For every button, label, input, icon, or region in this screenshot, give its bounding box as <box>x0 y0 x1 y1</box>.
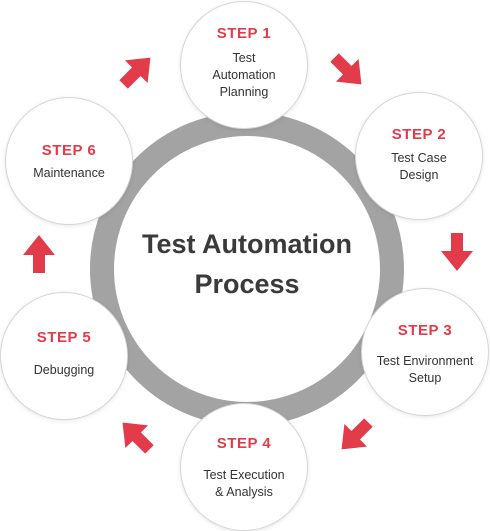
step-1-node: STEP 1 Test Automation Planning <box>180 1 308 129</box>
step-4-label: STEP 4 <box>216 435 272 452</box>
arrow-up-icon-graphic <box>23 235 55 273</box>
step-3-label: STEP 3 <box>397 322 453 339</box>
arrow-down-right-icon-graphic <box>330 53 362 85</box>
arrow-up-icon <box>17 232 61 276</box>
arrow-up-right-icon-graphic <box>119 57 151 89</box>
step-6-label: STEP 6 <box>41 142 97 159</box>
step-2-node: STEP 2 Test Case Design <box>355 92 483 220</box>
arrow-up-left-icon <box>114 414 158 458</box>
arrow-up-icon-shape <box>23 235 55 273</box>
arrow-down-left-icon-graphic <box>341 418 373 450</box>
arrow-down-icon-shape <box>441 233 473 271</box>
arrow-up-left-icon-graphic <box>122 422 154 454</box>
step-2-text: Test Case Design <box>391 151 447 182</box>
step-3-text: Test Environment Setup <box>376 354 474 385</box>
title-line-1: Test Automation <box>142 229 352 259</box>
arrow-down-icon-graphic <box>441 233 473 271</box>
step-4-node: STEP 4 Test Execution & Analysis <box>180 403 308 531</box>
step-3-node: STEP 3 Test Environment Setup <box>361 288 489 416</box>
arrow-down-left-icon-shape <box>341 418 373 450</box>
step-2-label: STEP 2 <box>391 126 447 143</box>
arrow-down-right-icon <box>326 49 370 93</box>
diagram-title: Test Automation Process <box>110 224 384 304</box>
step-6-node: STEP 6 Maintenance <box>5 97 133 225</box>
step-5-node: STEP 5 Debugging <box>0 292 128 420</box>
step-5-label: STEP 5 <box>36 329 92 346</box>
step-1-text: Test Automation Planning <box>212 51 276 99</box>
arrow-up-right-icon <box>115 49 159 93</box>
step-4-text: Test Execution & Analysis <box>203 468 285 499</box>
step-1-label: STEP 1 <box>216 25 272 42</box>
arrow-down-right-icon-shape <box>330 53 362 85</box>
title-line-2: Process <box>194 269 300 299</box>
arrow-down-icon <box>435 230 479 274</box>
step-6-text: Maintenance <box>33 166 105 180</box>
arrow-down-left-icon <box>333 414 377 458</box>
step-5-text: Debugging <box>33 363 95 377</box>
arrow-up-right-icon-shape <box>119 57 151 89</box>
arrow-up-left-icon-shape <box>122 422 154 454</box>
